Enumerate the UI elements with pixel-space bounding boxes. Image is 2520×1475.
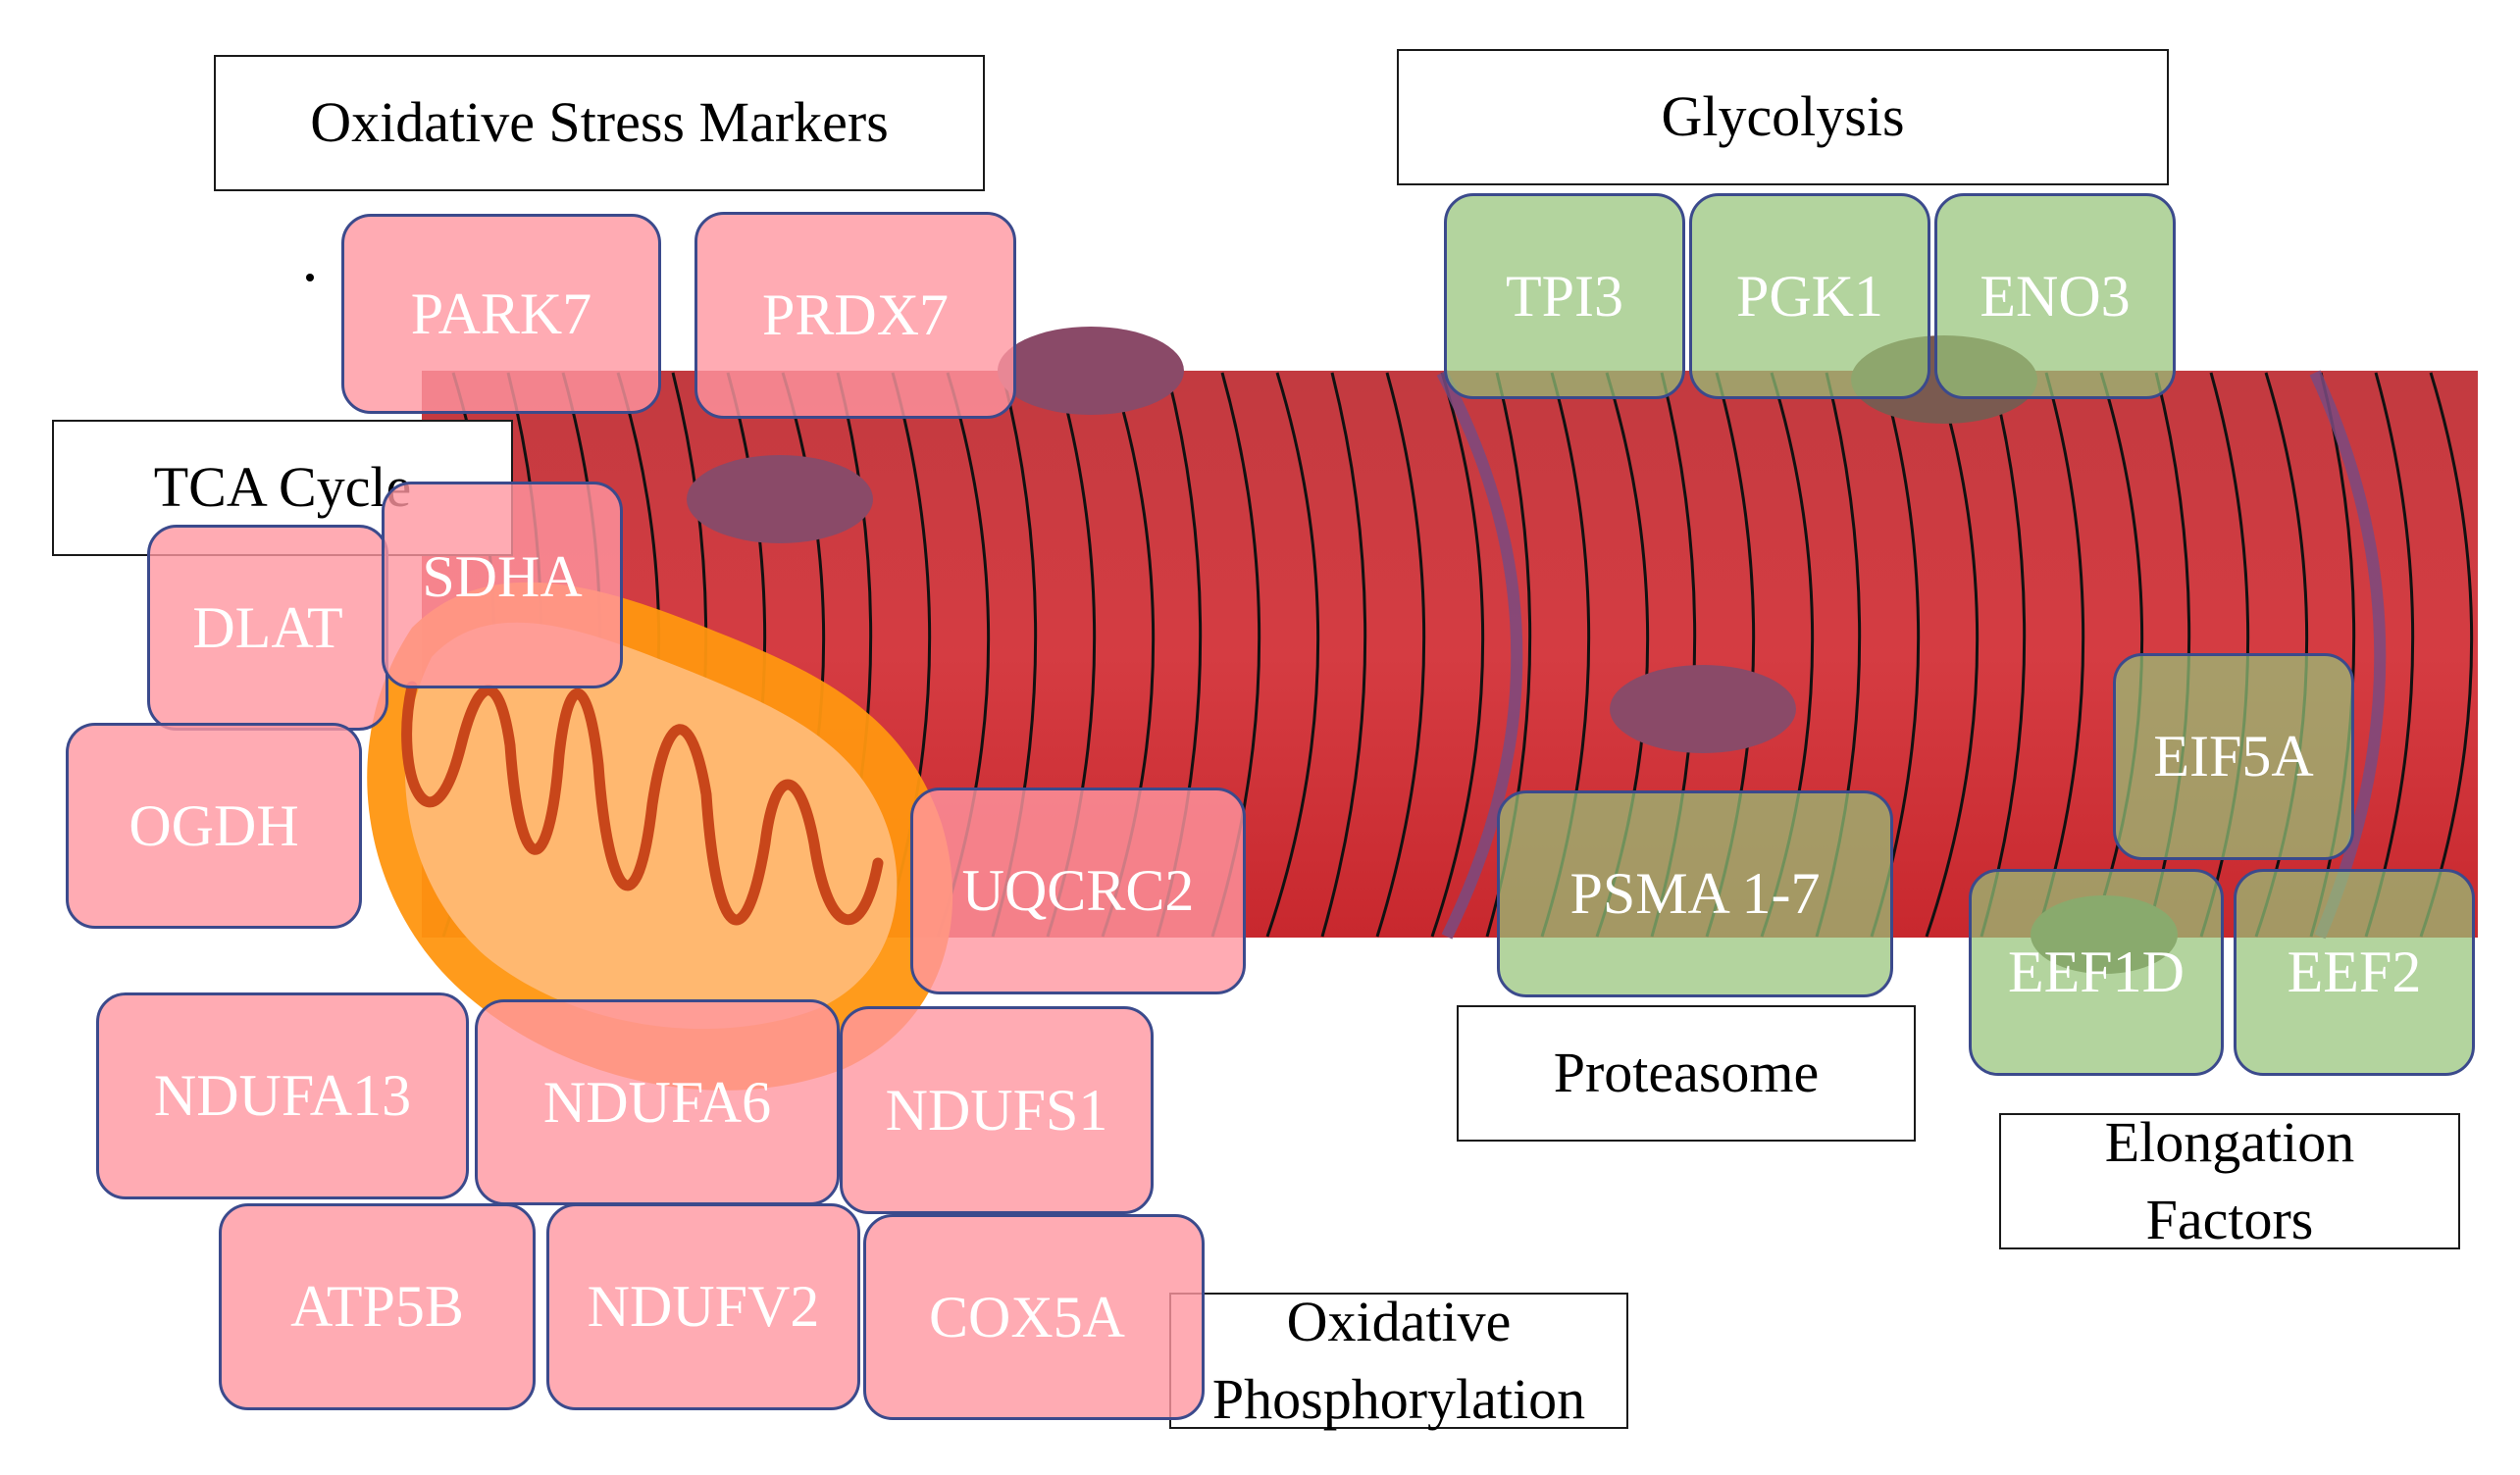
- protein-name: EIF5A: [2153, 724, 2314, 788]
- membrane-curve: [2309, 370, 2387, 940]
- protein-eif5a: EIF5A: [2113, 653, 2354, 860]
- protein-ndufa13: NDUFA13: [96, 992, 469, 1199]
- striation-line: [1430, 372, 1485, 938]
- label-text-line2: Phosphorylation: [1211, 1366, 1586, 1431]
- protein-name: ENO3: [1980, 263, 2131, 329]
- protein-name: EEF2: [2287, 940, 2422, 1004]
- label-text: Glycolysis: [1661, 84, 1905, 149]
- protein-name: NDUFA13: [153, 1063, 412, 1128]
- nucleus: [687, 455, 873, 543]
- protein-name: NDUFV2: [587, 1274, 820, 1339]
- protein-eef1d: EEF1D: [1969, 869, 2224, 1076]
- protein-park7: PARK7: [341, 214, 661, 414]
- protein-eef2: EEF2: [2234, 869, 2475, 1076]
- protein-name: TPI3: [1506, 263, 1623, 329]
- mitochondrion: [367, 582, 953, 1091]
- protein-name: PRDX7: [761, 282, 950, 347]
- protein-name: EEF1D: [2008, 940, 2185, 1004]
- label-oxidative-phosphorylation: Oxidative Phosphorylation: [1169, 1290, 1628, 1431]
- protein-cox5a: COX5A: [863, 1214, 1205, 1420]
- label-text: Oxidative Stress Markers: [310, 90, 889, 155]
- protein-name: PGK1: [1735, 263, 1884, 329]
- label-text-line1: Oxidative: [1286, 1290, 1512, 1354]
- protein-eno3: ENO3: [1934, 193, 2176, 399]
- protein-pgk1: PGK1: [1689, 193, 1930, 399]
- striation-line: [1265, 372, 1320, 938]
- protein-name: UQCRC2: [961, 858, 1195, 923]
- protein-prdx7: PRDX7: [694, 212, 1016, 419]
- membrane-curve: [1436, 370, 1523, 940]
- nucleus: [1610, 665, 1796, 753]
- protein-name: SDHA: [422, 544, 583, 609]
- protein-atp5b: ATP5B: [219, 1203, 536, 1410]
- striation-line: [2364, 372, 2415, 938]
- label-text-line1: Elongation: [2104, 1110, 2355, 1175]
- protein-name: PARK7: [410, 280, 592, 346]
- stray-dot: [306, 274, 314, 281]
- striation-line: [1320, 372, 1367, 938]
- protein-psma: PSMA 1-7: [1497, 790, 1893, 997]
- protein-name: COX5A: [929, 1284, 1126, 1349]
- striation-line: [2034, 372, 2085, 938]
- protein-sdha: SDHA: [382, 482, 623, 688]
- striation-line: [1925, 372, 1980, 938]
- label-glycolysis: Glycolysis: [1397, 49, 2169, 185]
- protein-name: OGDH: [129, 792, 299, 858]
- protein-ogdh: OGDH: [66, 723, 362, 929]
- label-elongation-factors: Elongation Factors: [1999, 1110, 2460, 1251]
- label-proteasome: Proteasome: [1457, 1005, 1916, 1142]
- protein-ndufs1: NDUFS1: [840, 1006, 1154, 1214]
- protein-name: DLAT: [192, 594, 343, 660]
- label-text: TCA Cycle: [153, 455, 412, 520]
- protein-name: NDUFS1: [885, 1077, 1108, 1143]
- protein-uqcrc2: UQCRC2: [910, 788, 1246, 994]
- protein-name: NDUFA6: [542, 1069, 772, 1135]
- label-oxidative-stress-markers: Oxidative Stress Markers: [214, 55, 985, 191]
- protein-ndufv2: NDUFV2: [546, 1203, 860, 1410]
- protein-dlat: DLAT: [147, 525, 388, 731]
- nucleus: [998, 327, 1184, 415]
- label-text: Proteasome: [1553, 1041, 1820, 1105]
- protein-name: PSMA 1-7: [1569, 861, 1821, 926]
- striation-line: [1980, 372, 2027, 938]
- protein-tpi3: TPI3: [1444, 193, 1685, 399]
- protein-ndufa6: NDUFA6: [475, 999, 840, 1205]
- label-text-line2: Factors: [2145, 1187, 2314, 1251]
- protein-name: ATP5B: [290, 1274, 464, 1339]
- striation-line: [2419, 372, 2474, 938]
- mitochondrion-cristae: [401, 681, 884, 926]
- striation-line: [1375, 372, 1426, 938]
